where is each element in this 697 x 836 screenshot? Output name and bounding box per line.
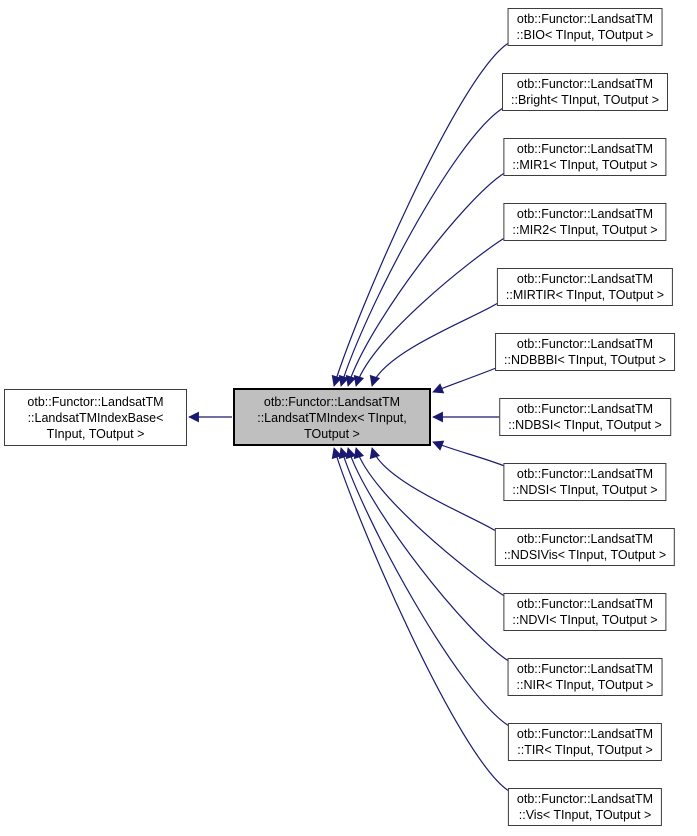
node-mir2[interactable]: otb::Functor::LandsatTM ::MIR2< TInput, …: [503, 203, 667, 241]
node-label-line: otb::Functor::LandsatTM: [27, 395, 164, 409]
node-label-line: otb::Functor::LandsatTM: [516, 337, 654, 351]
node-bio[interactable]: otb::Functor::LandsatTM ::BIO< TInput, T…: [507, 8, 663, 46]
node-label-line: ::BIO< TInput, TOutput >: [516, 28, 654, 42]
node-ndsivis[interactable]: otb::Functor::LandsatTM ::NDSIVis< TInpu…: [494, 528, 676, 566]
node-label-line: ::NIR< TInput, TOutput >: [516, 678, 654, 692]
node-mir1[interactable]: otb::Functor::LandsatTM ::MIR1< TInput, …: [503, 138, 667, 176]
node-label-line: ::NDSI< TInput, TOutput >: [512, 483, 658, 497]
node-label-line: ::LandsatTMIndexBase<: [27, 411, 164, 425]
node-bright[interactable]: otb::Functor::LandsatTM ::Bright< TInput…: [501, 73, 669, 111]
node-label-line: TInput, TOutput >: [46, 427, 145, 441]
node-label-line: otb::Functor::LandsatTM: [516, 12, 654, 26]
node-label-line: otb::Functor::LandsatTM: [516, 467, 654, 481]
node-label-line: otb::Functor::LandsatTM: [516, 77, 654, 91]
node-ndbbbi[interactable]: otb::Functor::LandsatTM ::NDBBBI< TInput…: [495, 333, 675, 371]
node-label-line: otb::Functor::LandsatTM: [516, 402, 654, 416]
node-label-line: ::MIRTIR< TInput, TOutput >: [505, 288, 665, 302]
node-nir[interactable]: otb::Functor::LandsatTM ::NIR< TInput, T…: [507, 658, 663, 696]
node-label-line: ::NDBBBI< TInput, TOutput >: [504, 353, 666, 367]
node-label-line: TOutput >: [304, 427, 360, 441]
node-label-line: otb::Functor::LandsatTM: [516, 207, 654, 221]
node-label-line: ::MIR2< TInput, TOutput >: [512, 223, 658, 237]
node-label-line: otb::Functor::LandsatTM: [516, 532, 654, 546]
node-label-line: otb::Functor::LandsatTM: [516, 727, 654, 741]
node-label-line: ::LandsatTMIndex< TInput,: [257, 411, 407, 425]
node-vis[interactable]: otb::Functor::LandsatTM ::Vis< TInput, T…: [507, 788, 663, 826]
node-label-line: ::NDVI< TInput, TOutput >: [512, 613, 658, 627]
node-label-line: ::Bright< TInput, TOutput >: [510, 93, 660, 107]
node-label-line: ::TIR< TInput, TOutput >: [517, 743, 653, 757]
node-label-line: otb::Functor::LandsatTM: [263, 395, 401, 409]
node-label-line: ::MIR1< TInput, TOutput >: [512, 158, 658, 172]
node-label-line: otb::Functor::LandsatTM: [516, 272, 654, 286]
node-ndvi[interactable]: otb::Functor::LandsatTM ::NDVI< TInput, …: [503, 593, 667, 631]
node-ndbsi[interactable]: otb::Functor::LandsatTM ::NDBSI< TInput,…: [499, 398, 671, 436]
node-label-line: otb::Functor::LandsatTM: [516, 597, 654, 611]
node-label-line: ::NDSIVis< TInput, TOutput >: [503, 548, 667, 562]
node-landsattmindexbase[interactable]: otb::Functor::LandsatTM ::LandsatTMIndex…: [4, 389, 187, 446]
node-label-line: otb::Functor::LandsatTM: [516, 142, 654, 156]
node-ndsi[interactable]: otb::Functor::LandsatTM ::NDSI< TInput, …: [503, 463, 667, 501]
node-label-line: ::Vis< TInput, TOutput >: [518, 808, 652, 822]
node-label-line: otb::Functor::LandsatTM: [516, 792, 654, 806]
node-label-line: ::NDBSI< TInput, TOutput >: [508, 418, 662, 432]
node-tir[interactable]: otb::Functor::LandsatTM ::TIR< TInput, T…: [507, 723, 663, 761]
node-label-line: otb::Functor::LandsatTM: [516, 662, 654, 676]
node-mirtir[interactable]: otb::Functor::LandsatTM ::MIRTIR< TInput…: [496, 268, 674, 306]
node-landsattmindex-current: otb::Functor::LandsatTM ::LandsatTMIndex…: [233, 388, 431, 446]
